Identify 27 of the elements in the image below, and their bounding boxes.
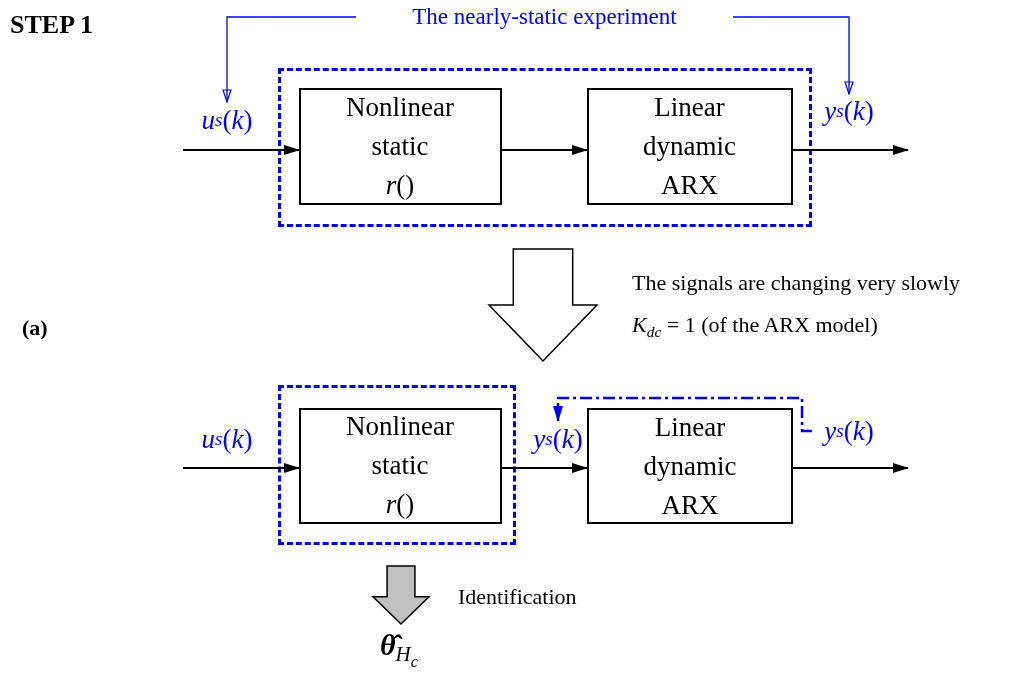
- panel-label: (a): [22, 315, 48, 341]
- arrow: [182, 145, 300, 155]
- box-text: Nonlinear static r(): [345, 90, 455, 202]
- step-heading: STEP 1: [10, 10, 94, 40]
- process-box: [587, 408, 793, 524]
- box-text: Nonlinear static r(): [345, 410, 455, 521]
- leader-line: [732, 16, 854, 95]
- dashed-boundary-box: [278, 68, 812, 227]
- annotation-text: K$_{dc}$ = 1 (of the ARX model): [632, 312, 878, 341]
- box-text: Linear dynamic ARX: [642, 90, 737, 202]
- annotation-text: The nearly-static experiment: [356, 2, 733, 32]
- process-box: [298, 407, 502, 524]
- arrow: [501, 463, 588, 473]
- box-text: Linear dynamic ARX: [642, 410, 738, 522]
- block-arrow: [372, 565, 430, 625]
- process-box: [586, 87, 793, 205]
- arrow: [501, 145, 588, 155]
- block-arrow: [488, 248, 598, 362]
- arrow: [792, 145, 909, 155]
- annotation-text: Identification: [458, 584, 577, 610]
- arrow: [182, 463, 300, 473]
- annotation-text: The signals are changing very slowly: [632, 270, 961, 296]
- leader-line: [222, 16, 357, 103]
- arrow: [792, 463, 909, 473]
- dashed-boundary-box: [278, 385, 516, 545]
- arrow: [553, 396, 812, 433]
- process-box: [298, 87, 502, 205]
